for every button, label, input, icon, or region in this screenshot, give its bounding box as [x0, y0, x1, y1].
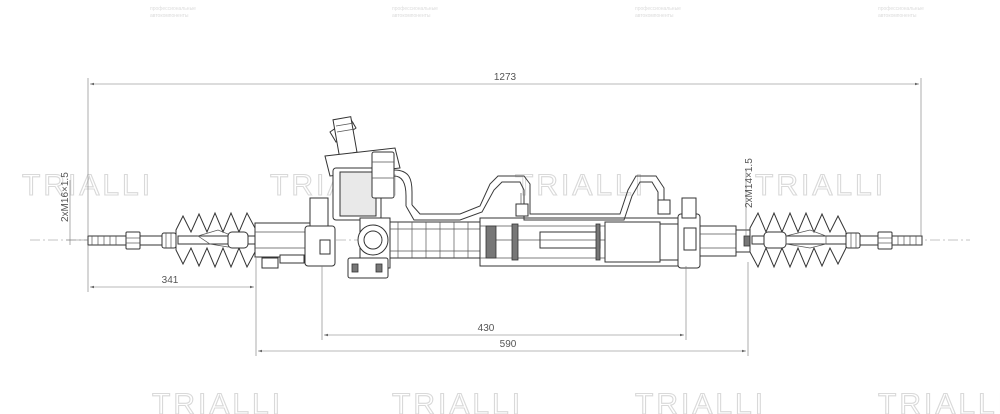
- right-tie-rod: [845, 231, 923, 250]
- outer-span-label: 590: [500, 339, 517, 350]
- svg-text:автокомпоненты: автокомпоненты: [392, 13, 431, 19]
- rack-housing-right: [677, 197, 755, 269]
- dimension-left-offset: 341: [87, 245, 257, 356]
- dimension-left-thread: 2xM16×1.5: [60, 172, 88, 245]
- watermark-top-tagline-3: профессиональные автокомпоненты: [635, 6, 681, 19]
- dimension-right-thread: 2xM14×1.5: [744, 158, 755, 236]
- watermark-logo: TRIALLI: [152, 388, 283, 414]
- svg-text:автокомпоненты: автокомпоненты: [150, 13, 189, 19]
- dimension-outer-span: 590: [258, 262, 749, 356]
- rack-center-tube: [389, 217, 681, 267]
- left-tie-rod: [87, 231, 177, 250]
- svg-text:профессиональные: профессиональные: [878, 6, 924, 12]
- left-thread-label: 2xM16×1.5: [60, 172, 71, 222]
- svg-text:профессиональные: профессиональные: [392, 6, 438, 12]
- watermark-logo: TRIALLI: [22, 169, 153, 202]
- watermark-logo: TRIALLI: [755, 169, 886, 202]
- watermark-logo: TRIALLI: [635, 388, 766, 414]
- watermark-logo: TRIALLI: [392, 388, 523, 414]
- right-thread-label: 2xM14×1.5: [744, 158, 755, 208]
- dimension-inner-span: 430: [321, 266, 687, 340]
- svg-text:профессиональные: профессиональные: [635, 6, 681, 12]
- inner-span-label: 430: [478, 323, 495, 334]
- rack-housing-left: [254, 197, 336, 269]
- svg-text:автокомпоненты: автокомпоненты: [635, 13, 674, 19]
- svg-text:профессиональные: профессиональные: [150, 6, 196, 12]
- watermark-top-tagline-2: профессиональные автокомпоненты: [392, 6, 438, 19]
- steering-valve-assembly: [324, 116, 413, 279]
- hydraulic-lines: [405, 175, 671, 221]
- svg-text:автокомпоненты: автокомпоненты: [878, 13, 917, 19]
- left-offset-label: 341: [162, 275, 179, 286]
- watermark-top-tagline-1: профессиональные автокомпоненты: [150, 6, 196, 19]
- watermark-logo: TRIALLI: [878, 388, 1000, 414]
- watermark-layer: профессиональные автокомпоненты професси…: [21, 6, 1000, 414]
- watermark-top-tagline-4: профессиональные автокомпоненты: [878, 6, 924, 19]
- overall-length-label: 1273: [494, 72, 517, 83]
- dimension-overall-length: 1273: [87, 72, 922, 236]
- watermark-logo: TRIALLI: [515, 169, 646, 202]
- left-bellows-boot: [175, 211, 257, 269]
- right-bellows-boot: [749, 211, 849, 269]
